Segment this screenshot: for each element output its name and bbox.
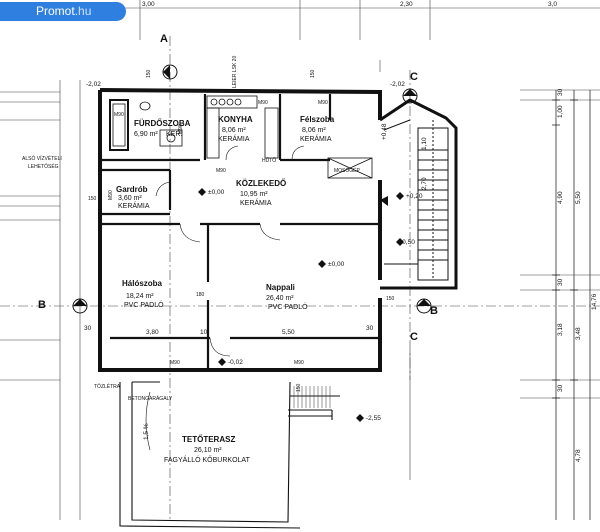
room-nappali-name: Nappali bbox=[266, 283, 295, 292]
brand-tld: .hu bbox=[74, 4, 92, 18]
section-b-right-label: B bbox=[430, 305, 438, 317]
exterior-walls bbox=[98, 88, 382, 372]
outer-level-nw: -2,02 bbox=[86, 81, 101, 88]
door-code-2: M90 bbox=[258, 100, 268, 106]
staircase bbox=[379, 98, 458, 290]
level-kozlekedo: ±0,00 bbox=[208, 189, 225, 196]
guide-lines bbox=[0, 0, 600, 520]
door-code-6: M90 bbox=[294, 360, 304, 366]
window-code-3: 150 bbox=[386, 296, 395, 302]
washer-box bbox=[327, 157, 373, 179]
right-dim-9: 4,78 bbox=[575, 449, 582, 462]
section-a-label: A bbox=[160, 33, 168, 45]
bath-fixtures bbox=[109, 99, 183, 151]
level-nappali: ±0,00 bbox=[328, 261, 345, 268]
brand-text: Promot bbox=[36, 4, 75, 18]
mosogep-label: MOSÓGÉP bbox=[334, 167, 361, 174]
room-felszoba-name: Félszoba bbox=[300, 115, 335, 124]
promot-watermark-badge[interactable]: Promot.hu bbox=[0, 2, 126, 21]
window-code-2: 150 bbox=[310, 69, 316, 78]
level-markers bbox=[198, 188, 404, 422]
room-gardrob-area: 3,60 m² bbox=[118, 195, 142, 202]
right-dim-2: 1,00 bbox=[557, 105, 564, 118]
window-code-4: 150 bbox=[88, 196, 97, 202]
right-dim-6: 3,18 bbox=[557, 323, 564, 336]
leier-label: LEIER LSK 20 bbox=[232, 56, 238, 88]
room-konyha-area: 8,06 m² bbox=[222, 127, 246, 134]
right-dim-1: 30 bbox=[557, 88, 564, 96]
interior-walls bbox=[100, 94, 380, 370]
door-code-4: M90 bbox=[108, 190, 114, 200]
room-nappali-floor: PVC PADLÓ bbox=[268, 302, 308, 311]
slope-label: 1,5 % bbox=[143, 423, 150, 440]
right-dim-8: 30 bbox=[557, 384, 564, 392]
room-kozlekedo-area: 10,95 m² bbox=[240, 191, 268, 198]
room-gardrob-floor: KERÁMIA bbox=[118, 201, 150, 210]
right-dim-4: 5,50 bbox=[575, 191, 582, 204]
top-dim-1: 3,00 bbox=[142, 1, 155, 8]
right-dim-5: 30 bbox=[557, 278, 564, 286]
top-dim-2: 2,30 bbox=[400, 1, 413, 8]
window-code-6: 150 bbox=[296, 383, 302, 392]
window-code-1: 150 bbox=[146, 69, 152, 78]
door-code-7: M90 bbox=[216, 168, 226, 174]
terrace-steps bbox=[293, 386, 331, 408]
betongaragaly-label: BETONGARÁGALY bbox=[128, 395, 173, 402]
tozletra-label: TŐZLÉTRA bbox=[94, 383, 121, 390]
dim-halo-width: 3,80 bbox=[146, 329, 159, 336]
room-kozlekedo-name: KÖZLEKEDŐ bbox=[236, 179, 286, 188]
level-stair-mid: -0,50 bbox=[400, 239, 415, 246]
lehetoseg-label: LEHETŐSÉG bbox=[28, 163, 59, 170]
section-markers bbox=[72, 64, 432, 314]
room-furdo-name: FÜRDŐSZOBA bbox=[134, 119, 191, 128]
section-c-bottom-label: C bbox=[410, 331, 418, 343]
level-stair-side: +0,48 bbox=[381, 123, 388, 140]
dim-right-30: 30 bbox=[366, 325, 374, 332]
outer-level-ne: -2,02 bbox=[390, 81, 405, 88]
room-terasz-name: TETŐTERASZ bbox=[182, 435, 235, 444]
section-b-left-label: B bbox=[38, 299, 46, 311]
room-felszoba-area: 8,06 m² bbox=[302, 127, 326, 134]
level-terasz: -0,02 bbox=[228, 359, 243, 366]
window-code-5: 180 bbox=[196, 292, 205, 298]
room-terasz-area: 26,10 m² bbox=[194, 447, 222, 454]
stair-arrow bbox=[380, 196, 388, 206]
room-kozlekedo-floor: KERÁMIA bbox=[240, 198, 272, 207]
room-nappali-area: 26,40 m² bbox=[266, 295, 294, 302]
room-haloszoba-floor: PVC PADLÓ bbox=[124, 300, 164, 309]
right-dim-7: 3,48 bbox=[575, 327, 582, 340]
door-code-1: M90 bbox=[114, 112, 124, 118]
stair-dim-1: 2,70 bbox=[421, 177, 428, 190]
room-felszoba-floor: KERÁMIA bbox=[300, 134, 332, 143]
section-c-top-label: C bbox=[410, 71, 418, 83]
room-terasz-floor: FAGYÁLLÓ KŐBURKOLAT bbox=[164, 455, 251, 464]
stair-dim-2: 1,10 bbox=[421, 137, 428, 150]
right-dim-3: 4,90 bbox=[557, 191, 564, 204]
room-konyha-name: KONYHA bbox=[218, 115, 253, 124]
level-stair-top: +0,20 bbox=[406, 193, 423, 200]
kitchen-fixtures bbox=[206, 95, 279, 159]
door-code-5: M90 bbox=[170, 360, 180, 366]
door-code-3: M90 bbox=[318, 100, 328, 106]
room-furdo-floor: KER. bbox=[166, 131, 182, 138]
top-dim-3: 3,0 bbox=[548, 1, 557, 8]
room-konyha-floor: KERÁMIA bbox=[218, 134, 250, 143]
door-arcs bbox=[155, 145, 305, 357]
room-haloszoba-name: Hálószoba bbox=[122, 279, 163, 288]
huto-label: HŰTŐ bbox=[262, 157, 276, 164]
room-haloszoba-area: 18,24 m² bbox=[126, 293, 154, 300]
dim-nappali-width: 5,50 bbox=[282, 329, 295, 336]
dim-left-30: 30 bbox=[84, 325, 92, 332]
room-furdo-area: 6,90 m² bbox=[134, 131, 158, 138]
right-dim-chain bbox=[552, 90, 591, 520]
room-gardrob-name: Gardrób bbox=[116, 185, 148, 194]
level-outside: -2,55 bbox=[366, 415, 381, 422]
also-vizveteli-label: ALSÓ VÍZVÉTELI bbox=[22, 155, 62, 162]
door-code-8: M90 bbox=[178, 124, 184, 134]
terrace-door-arc bbox=[145, 391, 151, 451]
right-dim-10: 14,76 bbox=[591, 293, 598, 310]
dim-mid-10: 10 bbox=[200, 329, 208, 336]
terrace-outline bbox=[119, 381, 340, 529]
